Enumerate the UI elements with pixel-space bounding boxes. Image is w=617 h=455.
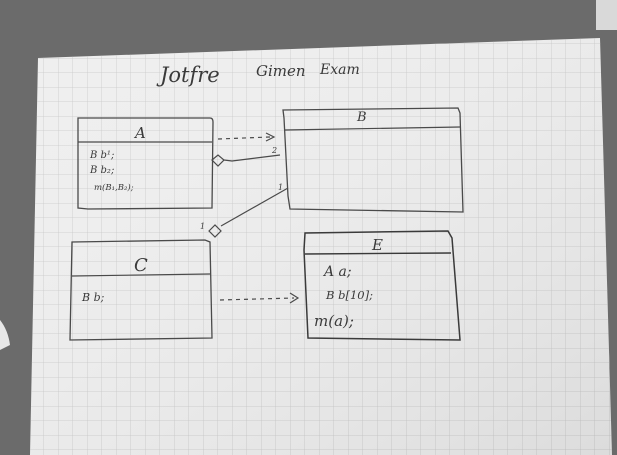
multiplicity-a-b: 2 [271, 146, 277, 155]
relation-a-b-dependency [217, 132, 276, 142]
multiplicity-b-side: 1 [278, 183, 283, 192]
class-e-member-3: m(a); [314, 312, 354, 330]
class-a-member-2: B b₂; [89, 165, 114, 176]
class-a-member-3: m(B₁,B₂); [94, 182, 134, 193]
class-e-member-2: B b[10]; [325, 288, 373, 302]
arrow-head-icon [289, 292, 300, 304]
class-a-member-1: B b¹; [89, 150, 114, 161]
paper-corner-top-right [596, 0, 617, 30]
class-e-name: E [371, 236, 383, 254]
class-e-member-1: A a; [322, 264, 352, 280]
class-b-divider [283, 126, 461, 131]
diagram-title: Jotfre Gimen Exam [156, 62, 360, 87]
class-a-name: A [133, 124, 146, 142]
title-word-1: Jotfre [156, 63, 220, 87]
class-c-member-1: B b; [81, 291, 105, 304]
class-box-a: A B b¹; B b₂; m(B₁,B₂); [77, 117, 214, 210]
diamond-icon [208, 224, 222, 238]
title-word-3: Exam [319, 62, 360, 78]
class-b-name: B [356, 110, 367, 125]
relation-c-e-dependency [219, 292, 300, 304]
arrow-head-icon [265, 132, 276, 142]
class-c-divider [71, 273, 211, 277]
class-box-b: B [282, 107, 464, 213]
class-c-name: C [134, 255, 148, 276]
class-box-c: C B b; [69, 239, 213, 341]
paper-edge-left [0, 320, 10, 350]
relation-a-b-aggregation: 2 [211, 146, 281, 167]
title-word-2: Gimen [256, 62, 306, 80]
multiplicity-c-side: 1 [200, 222, 205, 231]
relation-c-b-aggregation: 1 1 [200, 183, 289, 238]
class-box-e: E A a; B b[10]; m(a); [303, 230, 461, 341]
class-e-divider [304, 252, 452, 255]
